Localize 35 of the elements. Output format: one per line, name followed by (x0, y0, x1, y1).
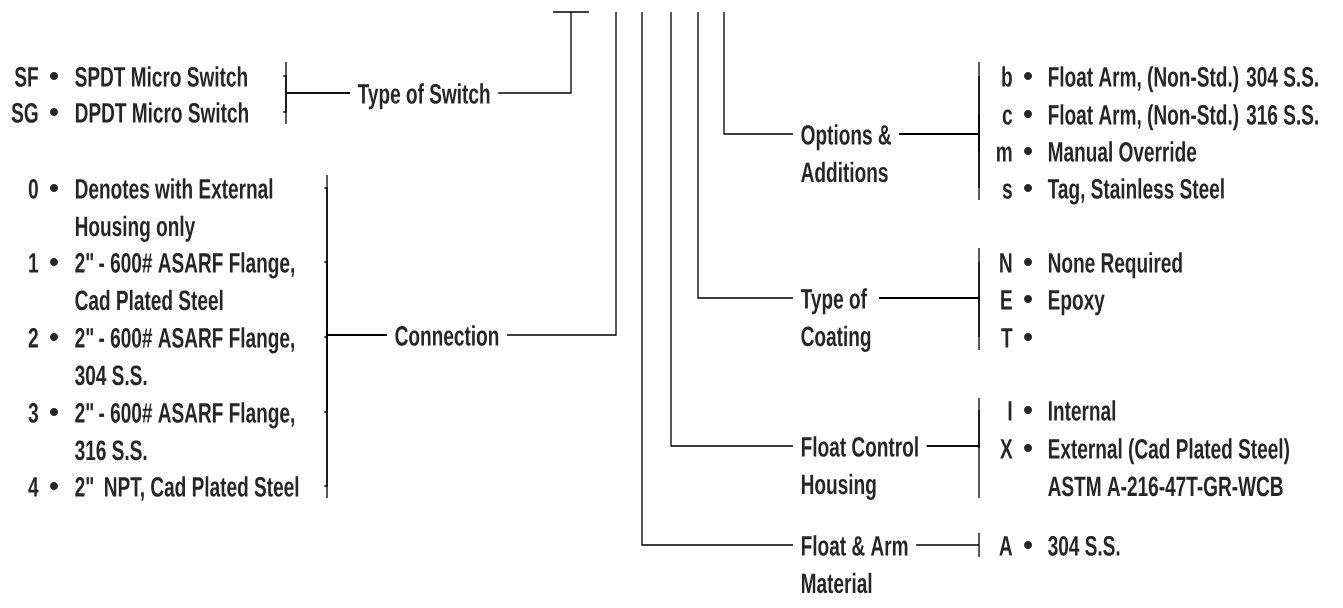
connector-line (915, 544, 980, 546)
option-entry: 3 2"- 600# ASARF Flange, 316 S.S. (28, 402, 294, 461)
option-entry: SG DPDT Micro Switch (11, 102, 248, 123)
option-entry: SF SPDT Micro Switch (14, 66, 247, 87)
option-entry: 0 Denotes with External Housing only (28, 178, 273, 242)
connector-line (898, 133, 980, 189)
option-entry: A 304 S.S. (999, 535, 1120, 556)
option-entry: 1 2"- 600# ASARF Flange, Cad Plated Steel (29, 252, 294, 311)
connector-line (878, 297, 980, 338)
connector-line (670, 11, 794, 447)
connector-line (697, 11, 794, 299)
option-entry: b Float Arm, (Non-Std.) 304 S.S. (1002, 66, 1318, 93)
category-label: Options & Additions (801, 124, 892, 183)
connector-line (323, 334, 388, 487)
option-entry: s Tag, Stainless Steel (1002, 178, 1224, 205)
category-label: Type of Coating (800, 288, 871, 352)
option-entry: X External (Cad Plated Steel) ASTM A-216-47T-GR-WCB (1000, 438, 1289, 497)
option-entry: 2 2"- 600# ASARF Flange, 304 S.S. (28, 327, 294, 386)
category-label: Float & Arm Material (801, 535, 908, 594)
connector-line (506, 11, 617, 336)
option-entry: I Internal (1008, 400, 1116, 421)
connector-line (282, 92, 351, 113)
connector-line (497, 11, 572, 94)
option-entry: T (1001, 328, 1013, 348)
connector-line (641, 11, 794, 546)
category-label: Float Control Housing (801, 436, 918, 500)
option-entry: 4 2" NPT, Cad Plated Steel (28, 476, 299, 501)
option-entry: m Manual Override (997, 141, 1197, 162)
option-entry: E Epoxy (1001, 290, 1105, 316)
connector-line (723, 11, 794, 135)
category-label: Type of Switch (357, 83, 490, 110)
option-entry: c Float Arm, (Non-Std.) 316 S.S. (1002, 104, 1318, 131)
option-entry: N None Required (1000, 252, 1182, 279)
category-label: Connection (395, 325, 499, 346)
connector-line (926, 445, 980, 449)
